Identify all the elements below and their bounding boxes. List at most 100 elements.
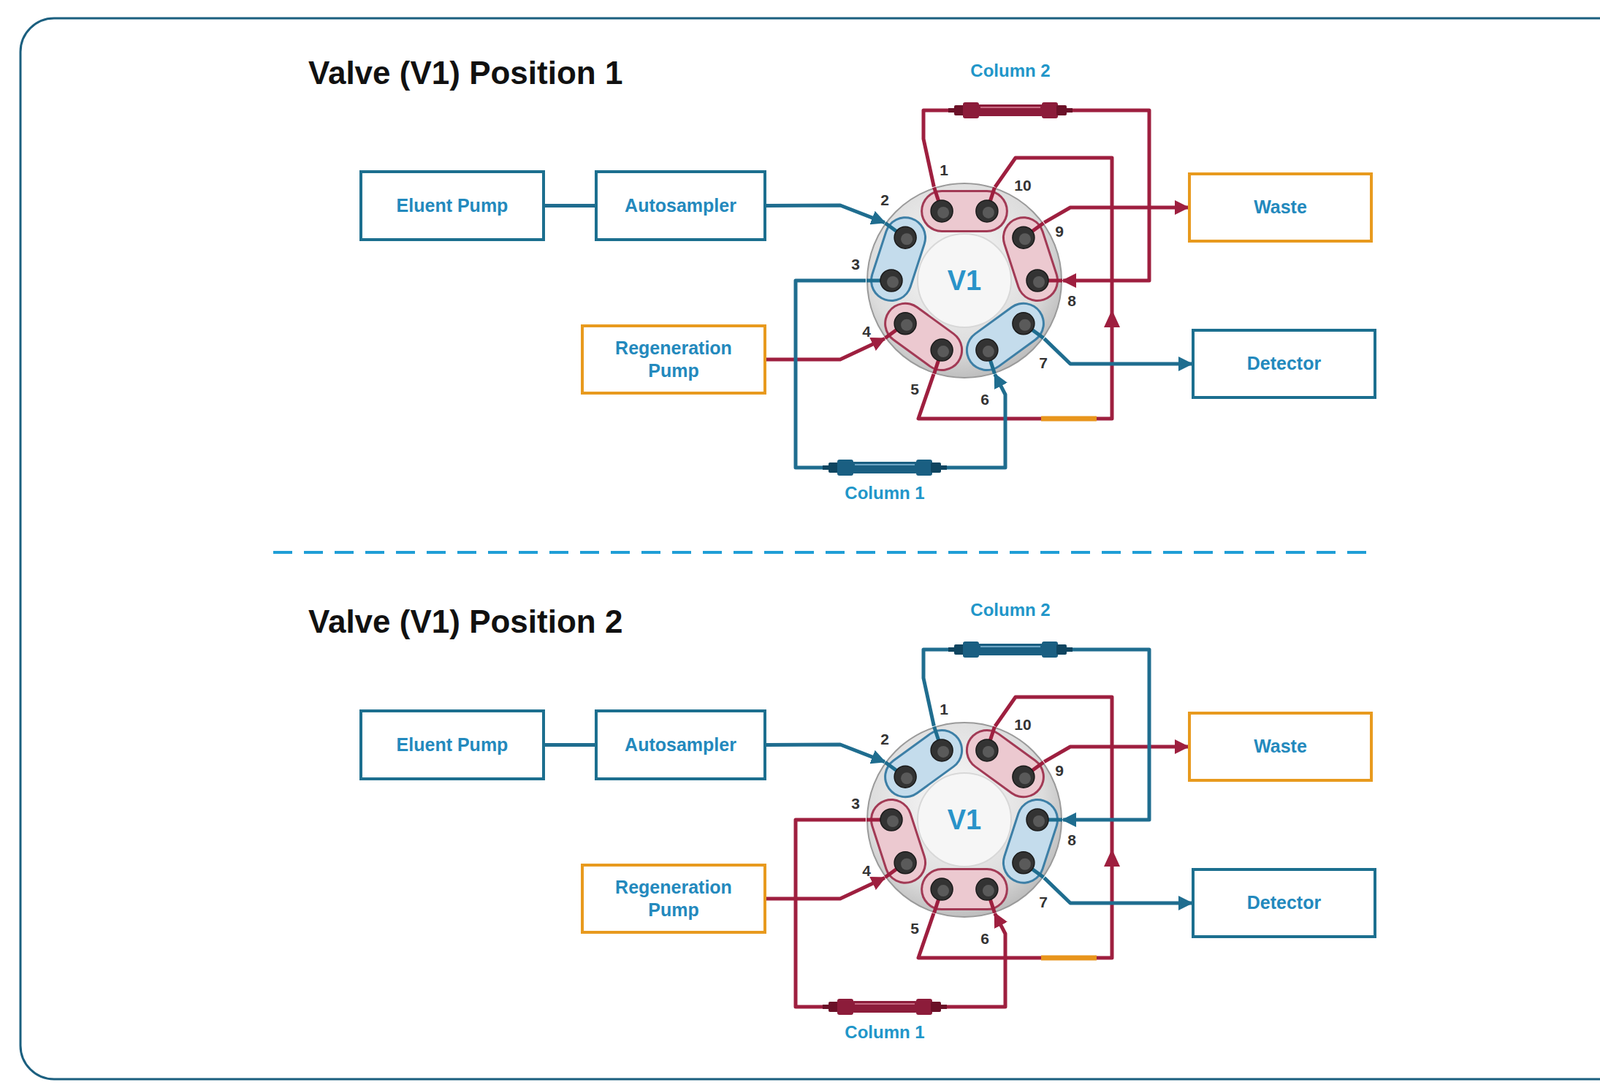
port-number: 10 <box>1014 176 1031 195</box>
valve-port <box>894 765 917 788</box>
port-number: 7 <box>1038 893 1048 912</box>
valve-circle: V1 <box>865 181 1064 380</box>
valve-port <box>976 739 998 762</box>
drawing-part <box>980 645 1041 648</box>
valve-port <box>982 345 995 358</box>
port-number: 2 <box>880 191 890 209</box>
drawing-part <box>854 463 915 466</box>
valve-port <box>982 206 995 219</box>
column-symbol <box>948 639 1073 660</box>
pump-box: Regeneration Pump <box>580 863 767 934</box>
valve-port <box>1033 276 1045 288</box>
valve-port <box>982 745 995 758</box>
port-number: 5 <box>910 919 920 938</box>
panel-title: Valve (V1) Position 1 <box>308 54 623 93</box>
drawing-part <box>977 643 1044 656</box>
regeneration-loop <box>918 157 1120 419</box>
valve-port <box>930 200 953 223</box>
column: Column 2 <box>948 599 1073 665</box>
flow-line <box>766 877 885 899</box>
valve-port <box>1026 269 1049 292</box>
drawing-part <box>837 459 854 476</box>
valve-port <box>1026 808 1049 831</box>
port-number: 7 <box>1038 354 1048 372</box>
valve-port <box>1019 233 1031 245</box>
port-number: 5 <box>910 380 920 399</box>
drawing-part <box>962 102 979 119</box>
box-label: Autosampler <box>624 194 737 217</box>
port-number: 1 <box>939 161 949 179</box>
valve-port <box>937 345 950 358</box>
box-label: Eluent Pump <box>396 733 509 757</box>
drawing-part <box>930 462 942 473</box>
column-symbol <box>948 100 1073 121</box>
column: Column 1 <box>822 452 947 512</box>
valve-port <box>886 276 899 288</box>
column: Column 2 <box>948 59 1073 126</box>
box-label: Eluent Pump <box>396 194 509 217</box>
drawing-part <box>1041 641 1058 658</box>
valve-port <box>894 226 917 249</box>
flow-line <box>766 338 885 360</box>
drawing-part <box>828 1001 839 1012</box>
port-number: 2 <box>880 730 890 749</box>
valve-label: V1 <box>947 265 982 297</box>
port-number: 8 <box>1067 292 1077 310</box>
divider-line <box>273 550 1378 554</box>
port-number: 8 <box>1067 831 1077 849</box>
valve-label: V1 <box>947 804 982 836</box>
valve-port <box>1019 319 1031 331</box>
valve-body <box>867 183 1062 378</box>
flow-line <box>766 205 885 223</box>
flow-line <box>795 819 866 1007</box>
port-number: 4 <box>862 322 871 341</box>
orange-segment <box>1041 416 1097 422</box>
valve-port <box>900 319 913 331</box>
drawing-part <box>977 104 1044 117</box>
drawing-part <box>916 459 933 476</box>
port-number: 1 <box>939 700 949 719</box>
flow-line <box>1044 877 1192 904</box>
valve-port <box>930 338 953 361</box>
valve-port <box>982 884 995 897</box>
box-label: Regeneration Pump <box>599 875 748 923</box>
valve-label-holder: V1 <box>865 181 1064 380</box>
orange-segment <box>1041 955 1097 961</box>
drawing-part <box>962 641 979 658</box>
waste-box: Waste <box>1187 711 1373 782</box>
flow-line <box>1063 649 1150 820</box>
autosampler-box: Autosampler <box>594 170 767 242</box>
valve-port <box>1012 765 1035 788</box>
box-label: Regeneration Pump <box>599 336 748 383</box>
flow-arrow <box>1103 848 1120 867</box>
autosampler-box: Autosampler <box>594 709 767 781</box>
column-label: Column 1 <box>822 482 947 505</box>
valve-port <box>976 878 998 901</box>
valve-port <box>900 233 913 245</box>
valve-port <box>900 772 913 784</box>
panel-title: Valve (V1) Position 2 <box>308 602 623 641</box>
detector-box: Detector <box>1191 328 1377 399</box>
frame <box>20 18 1600 1080</box>
valve-port <box>894 312 917 335</box>
pump-box: Regeneration Pump <box>580 324 767 395</box>
pump-box: Eluent Pump <box>359 170 546 242</box>
port-number: 6 <box>980 930 990 948</box>
valve-hub <box>917 772 1012 867</box>
flow-line <box>1044 207 1188 223</box>
valve-port <box>937 884 950 897</box>
valve-label-holder: V1 <box>865 721 1064 919</box>
port-number: 9 <box>1054 222 1064 241</box>
valve-port <box>937 745 950 758</box>
port-number: 6 <box>980 390 990 409</box>
valve-port <box>886 815 899 828</box>
flow-line <box>946 374 1006 468</box>
valve-port <box>930 878 953 901</box>
box-label: Waste <box>1253 195 1308 219</box>
valve-port <box>976 338 998 361</box>
box-label: Detector <box>1247 352 1321 375</box>
valve-circle: V1 <box>865 721 1064 919</box>
drawing-part <box>1056 644 1067 655</box>
flow-line <box>545 743 595 747</box>
